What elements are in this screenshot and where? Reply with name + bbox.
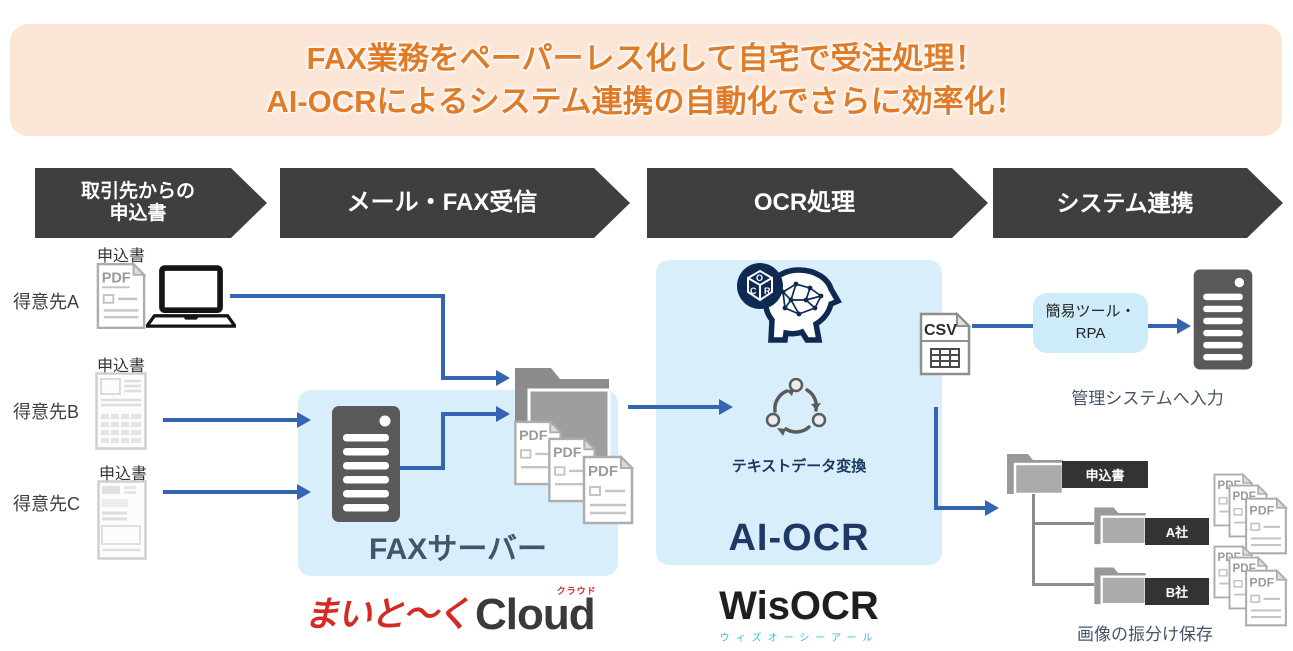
wisocr-logo: WisOCR ウィズオーシーアール — [656, 586, 942, 644]
flow-line-folder-to-ai — [628, 405, 721, 409]
ai-ocr-title: AI-OCR — [728, 517, 870, 559]
pdf-document-icon: PDF — [96, 262, 147, 329]
root-folder-label: 申込書 — [1062, 461, 1148, 488]
fax-server-title: FAXサーバー — [368, 533, 548, 566]
step-ocr-processing-label: OCR処理 — [753, 189, 856, 217]
step-incoming-orders-label: 取引先からの 申込書 — [80, 181, 195, 224]
fax-server-icon — [332, 406, 400, 522]
step-system-link: システム連携 — [993, 168, 1283, 238]
flow-line-csv-to-tool — [972, 324, 1033, 328]
sort-save-caption: 画像の振分け保存 — [1077, 625, 1213, 644]
arrowhead-tool-server — [1177, 318, 1191, 334]
maitalk-logo-text: まいと〜く — [304, 595, 471, 634]
rpa-tool-label: 簡易ツール・ RPA — [1045, 303, 1136, 342]
company-a-folder-icon — [1094, 507, 1147, 546]
ocr-badge-c: C — [750, 286, 757, 296]
pdf-document-icon: PDF — [1245, 569, 1288, 627]
arrowhead-fax-folder — [496, 406, 510, 422]
fax-sheet-icon — [95, 372, 147, 450]
flow-line-c-to-fax — [163, 490, 299, 494]
flow-line-laptop-right — [230, 294, 445, 298]
pdf-label: PDF — [102, 271, 131, 287]
flow-line-fax-out — [400, 466, 445, 470]
company-b-label: B社 — [1145, 578, 1209, 605]
sender-c-doc-label: 申込書 — [98, 466, 147, 483]
management-caption: 管理システムへ入力 — [1071, 389, 1224, 408]
wisocr-logo-ruby: ウィズオーシーアール — [719, 633, 879, 644]
pdf-label: PDF — [1249, 575, 1274, 589]
flow-line-laptop-down — [441, 294, 445, 380]
root-folder-icon — [1007, 454, 1065, 496]
cloud-logo-text: Cloud — [475, 590, 596, 639]
process-cycle-icon — [765, 378, 827, 436]
company-a-label: A社 — [1145, 518, 1209, 545]
flow-line-b-to-fax — [163, 418, 299, 422]
ocr-badge-o: O — [756, 273, 763, 283]
order-form-icon — [97, 480, 147, 560]
step-incoming-orders: 取引先からの 申込書 — [35, 168, 267, 238]
tree-line-branch-b — [1032, 583, 1094, 586]
arrowhead-laptop-folder — [496, 370, 510, 386]
ai-ocr-caption: テキストデータ変換 — [731, 458, 867, 475]
csv-file-icon: CSV — [919, 312, 972, 376]
ocr-badge-r: R — [764, 286, 771, 296]
cloud-logo-ruby: クラウド — [556, 586, 597, 596]
pdf-label: PDF — [553, 444, 582, 460]
pdf-label: PDF — [1249, 503, 1274, 517]
ai-ocr-head-icon: O C R — [737, 263, 842, 343]
arrowhead-ai-tree — [985, 500, 999, 516]
tree-line-vertical — [1032, 494, 1035, 586]
flow-line-tool-to-server — [1148, 324, 1179, 328]
flow-line-fax-to-folder — [441, 412, 498, 416]
company-b-folder-icon — [1094, 567, 1147, 606]
arrowhead-c-fax — [297, 484, 311, 500]
rpa-tool-box: 簡易ツール・ RPA — [1033, 293, 1148, 353]
flow-line-fax-up — [441, 412, 445, 470]
step-mail-fax-receive-label: メール・FAX受信 — [346, 189, 538, 217]
pdf-label: PDF — [588, 463, 618, 480]
headline-banner: FAX業務をペーパーレス化して自宅で受注処理！ AI-OCRによるシステム連携の… — [10, 24, 1282, 136]
sender-a-name: 得意先A — [13, 292, 80, 312]
arrowhead-folder-ai — [719, 399, 733, 415]
sender-b-name: 得意先B — [13, 402, 80, 422]
tree-line-branch-a — [1032, 522, 1094, 525]
flow-line-ai-down — [934, 407, 938, 510]
pdf-document-icon: PDF — [582, 455, 635, 525]
pdf-document-icon: PDF — [1245, 497, 1288, 555]
step-mail-fax-receive: メール・FAX受信 — [280, 168, 630, 238]
wisocr-logo-text: WisOCR — [719, 584, 879, 628]
step-system-link-label: システム連携 — [1056, 189, 1194, 216]
sender-a-doc-label: 申込書 — [96, 248, 145, 265]
flow-line-ai-to-tree — [934, 506, 987, 510]
maitalk-cloud-logo: まいと〜く Cloud クラウド — [304, 586, 597, 639]
sender-c-name: 得意先C — [13, 494, 80, 514]
csv-label: CSV — [924, 322, 957, 339]
laptop-icon — [146, 265, 236, 328]
pdf-label: PDF — [519, 427, 548, 443]
headline-line1: FAX業務をペーパーレス化して自宅で受注処理！ — [306, 41, 986, 76]
management-server-icon — [1193, 269, 1253, 370]
arrowhead-b-fax — [297, 412, 311, 428]
sender-b-doc-label: 申込書 — [96, 358, 145, 375]
headline-line2: AI-OCRによるシステム連携の自動化でさらに効率化！ — [266, 84, 1026, 119]
step-ocr-processing: OCR処理 — [647, 168, 988, 238]
flow-line-laptop-to-folder — [441, 376, 498, 380]
